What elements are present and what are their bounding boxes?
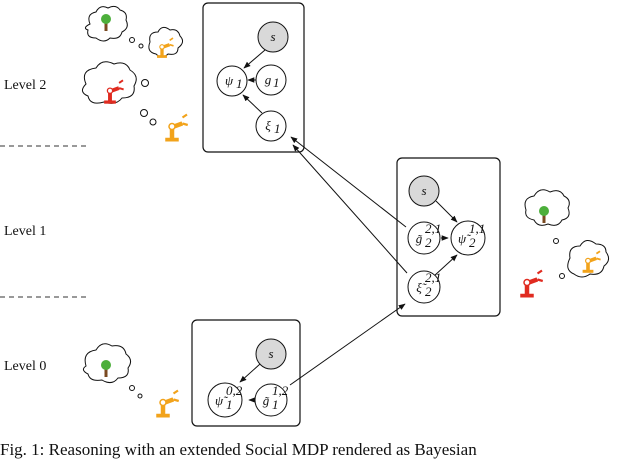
node-bot-g: g̃ 1,2 1 bbox=[254, 383, 289, 417]
level-0-label: Level 0 bbox=[4, 359, 46, 374]
level-1-illustration bbox=[519, 189, 610, 299]
node-top-g: g 1 bbox=[255, 64, 287, 96]
edge bbox=[239, 363, 261, 383]
node-sub: 1 bbox=[272, 397, 279, 412]
node-label: s bbox=[421, 183, 426, 198]
thought-bubble bbox=[82, 61, 137, 104]
node-sub: 2 bbox=[425, 284, 432, 299]
node-label: s bbox=[268, 346, 273, 361]
node-label: g̃ bbox=[263, 393, 270, 408]
node-sub: 1 bbox=[226, 397, 233, 412]
node-sup: 0,2 bbox=[226, 383, 243, 398]
thought-dot bbox=[138, 43, 144, 49]
thought-dot bbox=[559, 273, 565, 279]
edge bbox=[243, 49, 266, 69]
node-sup: 1,2 bbox=[272, 383, 289, 398]
level-1-plate bbox=[396, 157, 501, 317]
node-label: g bbox=[265, 72, 272, 87]
level-0-plate bbox=[191, 319, 301, 427]
edge bbox=[435, 200, 458, 223]
thought-dot bbox=[129, 385, 135, 391]
edge bbox=[242, 94, 263, 114]
node-top-psi: ψ 1 bbox=[216, 65, 248, 97]
red-robot-icon bbox=[519, 269, 544, 299]
level-1-label: Level 1 bbox=[4, 224, 46, 239]
orange-robot-icon bbox=[155, 389, 180, 419]
figure-caption: Fig. 1: Reasoning with an extended Socia… bbox=[0, 440, 477, 459]
node-top-s: s bbox=[257, 21, 289, 53]
node-mid-s: s bbox=[408, 175, 440, 207]
node-sub: 2 bbox=[469, 235, 476, 250]
node-sub: 1 bbox=[273, 75, 280, 90]
node-bot-s: s bbox=[255, 338, 287, 370]
node-label: ψ bbox=[225, 73, 234, 88]
node-sub: 1 bbox=[236, 76, 243, 91]
edge bbox=[433, 254, 458, 277]
node-sup: 2,1 bbox=[425, 221, 441, 236]
node-sub: 2 bbox=[425, 235, 432, 250]
node-sub: 1 bbox=[274, 121, 281, 136]
thought-dot bbox=[140, 109, 148, 117]
node-sup: 2,1 bbox=[425, 270, 441, 285]
edges bbox=[239, 49, 458, 403]
level-2-label: Level 2 bbox=[4, 78, 46, 93]
node-mid-xi: ξ̃ 2,1 2 bbox=[407, 270, 441, 304]
node-label: g̃ bbox=[416, 231, 423, 246]
node-mid-g: g̃ 2,1 2 bbox=[407, 221, 441, 255]
node-bot-psi: ψ̃ 0,2 1 bbox=[207, 382, 243, 418]
thought-dot bbox=[141, 79, 149, 87]
node-label: ξ bbox=[265, 118, 271, 133]
thought-dot bbox=[129, 37, 135, 43]
level-2-illustration bbox=[82, 5, 189, 143]
node-label: s bbox=[270, 29, 275, 44]
edge bbox=[290, 136, 407, 228]
edge bbox=[289, 303, 406, 386]
level-2-plate bbox=[202, 2, 305, 153]
thought-bubble bbox=[148, 26, 184, 58]
thought-dot bbox=[137, 393, 143, 399]
node-top-xi: ξ 1 bbox=[255, 110, 287, 142]
level-0-illustration bbox=[82, 343, 180, 419]
node-sup: 1,1 bbox=[469, 221, 485, 236]
edge bbox=[292, 144, 408, 274]
node-mid-psi: ψ̃ 1,1 2 bbox=[450, 220, 486, 256]
thought-dot bbox=[553, 238, 559, 244]
thought-dot bbox=[149, 118, 157, 126]
orange-robot-icon bbox=[164, 113, 189, 143]
